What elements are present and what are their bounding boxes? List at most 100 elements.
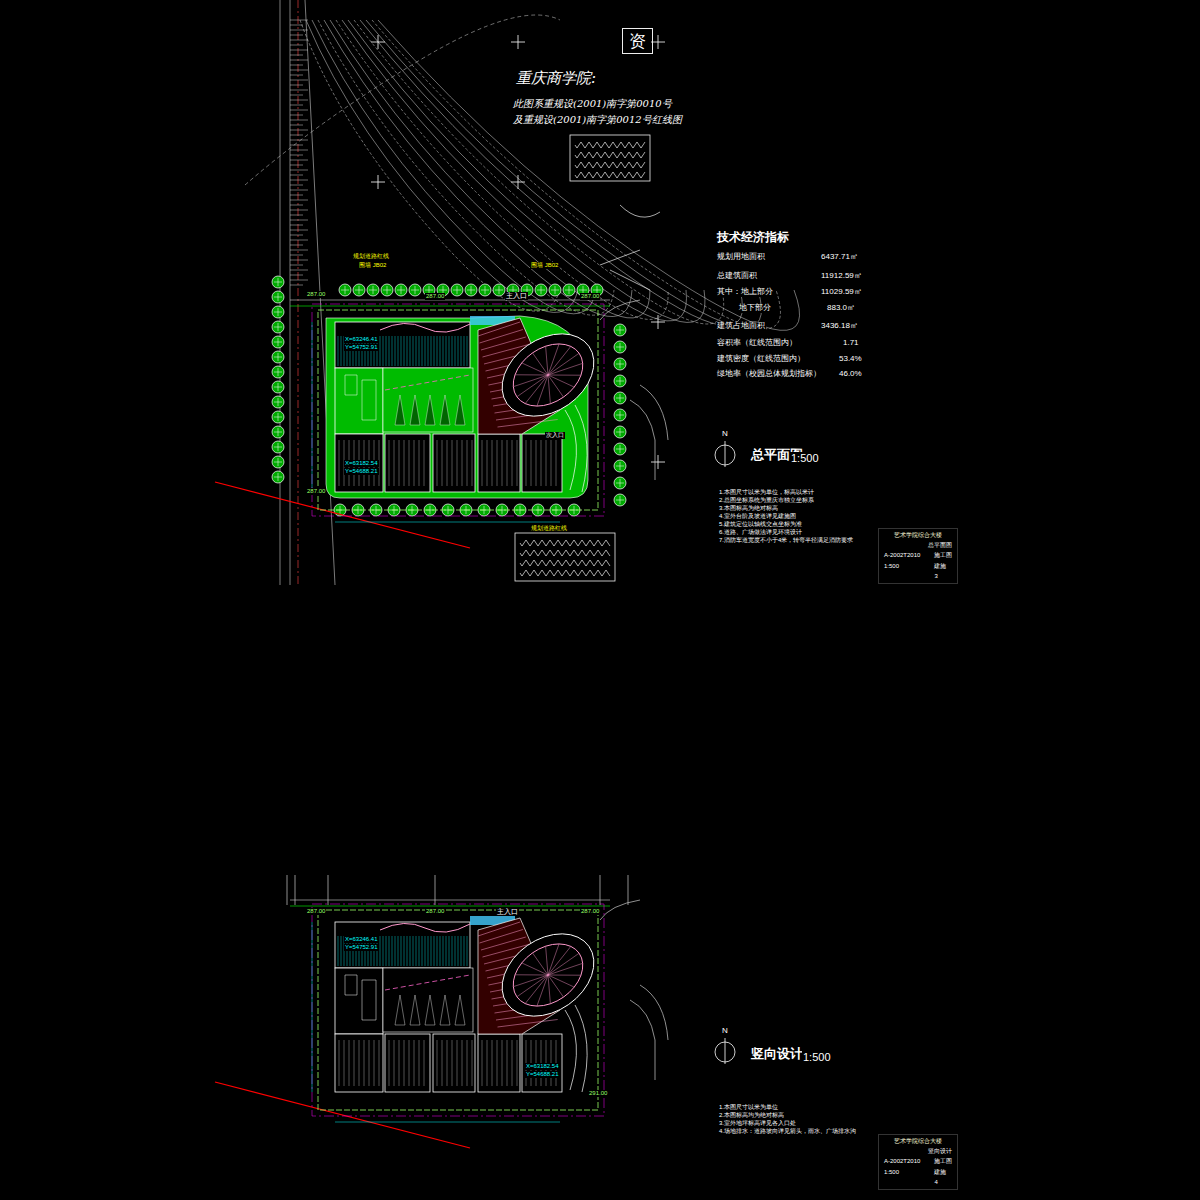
site-plan xyxy=(215,900,668,1148)
facade-line xyxy=(389,1040,390,1086)
tree-mark xyxy=(355,286,363,294)
roof-hatch xyxy=(425,336,426,366)
hall-radial xyxy=(522,955,548,984)
roof-hatch xyxy=(461,936,462,966)
hall-radial xyxy=(526,975,559,1006)
slope-hatch xyxy=(290,200,308,201)
hall-radial xyxy=(519,375,554,404)
hall-radial xyxy=(526,375,559,406)
slope-hatch xyxy=(290,95,303,96)
roof-curve xyxy=(380,923,470,932)
building-block xyxy=(522,1034,562,1092)
hall-radial xyxy=(517,375,548,397)
slope-hatch xyxy=(290,185,303,186)
pink-axis xyxy=(385,375,470,390)
slope-hatch xyxy=(290,75,303,76)
facade-line xyxy=(419,1040,420,1086)
drawing-label: X=63182.54 xyxy=(344,460,379,467)
facade-line xyxy=(556,440,557,486)
roof-hatch xyxy=(386,336,387,366)
facade-line xyxy=(447,1040,448,1086)
drawing-label: 287.00 xyxy=(306,291,326,298)
slope-hatch xyxy=(290,120,308,121)
facade-line xyxy=(482,1040,483,1086)
facade-line xyxy=(404,440,405,486)
grid-cross xyxy=(651,455,665,469)
handwriting-stroke xyxy=(575,142,645,148)
facade-line xyxy=(482,440,483,486)
roof-hatch xyxy=(404,336,405,366)
drawing-label: 11029.59㎡ xyxy=(820,288,863,297)
scribble xyxy=(600,205,660,290)
project-name: 艺术学院综合大楼 xyxy=(884,532,952,539)
drawing-label: 291.00 xyxy=(588,1090,608,1097)
facade-line xyxy=(344,1040,345,1086)
site-plan xyxy=(215,300,668,548)
tree-mark xyxy=(397,286,405,294)
tree-mark xyxy=(274,278,282,286)
handwriting-stroke xyxy=(520,560,610,566)
tree xyxy=(272,471,284,483)
drawing-label: 容积率（红线范围内） xyxy=(716,339,798,348)
drawing-label: 建筑占地面积 xyxy=(716,322,766,331)
hall-radial xyxy=(515,959,548,990)
roof-hatch xyxy=(419,936,420,966)
roof-hatch xyxy=(410,336,411,366)
drawing-label: Y=54688.21 xyxy=(344,468,379,475)
tree xyxy=(465,284,477,296)
slope-hatch xyxy=(290,40,308,41)
facade-line xyxy=(472,440,473,486)
roof-hatch xyxy=(407,336,408,366)
building-block xyxy=(385,434,430,492)
court-planting xyxy=(395,395,405,425)
drawing-title: 竖向设计 xyxy=(750,1047,804,1061)
building-block xyxy=(433,434,475,492)
facade-line xyxy=(487,1040,488,1086)
facade-line xyxy=(447,440,448,486)
title-block-text: 3 xyxy=(934,573,952,580)
plaza-step xyxy=(481,337,526,350)
title-block-text: 建施 xyxy=(934,563,952,570)
drawing-label: 建筑密度（红线范围内） xyxy=(716,355,806,364)
title-block: 艺术学院综合大楼竖向设计A-2002T2010施工图1:500建施4 xyxy=(878,1134,958,1190)
trees xyxy=(272,276,626,516)
contour-line xyxy=(366,20,761,327)
courtyard xyxy=(383,368,473,432)
slope-hatch xyxy=(290,60,308,61)
road-line xyxy=(298,0,299,585)
hall-radial xyxy=(548,375,563,397)
tree-mark xyxy=(616,394,624,402)
tree xyxy=(614,324,626,336)
slope-hatch xyxy=(290,190,308,191)
title-block-text: 1:500 xyxy=(884,563,920,570)
facade-line xyxy=(404,1040,405,1086)
contour-lines xyxy=(300,20,800,330)
drawing-label: 绿地率（校园总体规划指标） xyxy=(716,370,822,379)
contour-line xyxy=(360,20,743,326)
tree-mark xyxy=(341,286,349,294)
roof-hatch xyxy=(404,936,405,966)
plaza-step xyxy=(478,322,520,336)
tree xyxy=(272,396,284,408)
roof-hatch xyxy=(464,336,465,366)
tree xyxy=(614,341,626,353)
hall-radial xyxy=(548,967,574,996)
hall-radial xyxy=(548,975,563,997)
drawing-label: 11912.59㎡ xyxy=(820,272,863,281)
roof-hatch xyxy=(419,336,420,366)
tree xyxy=(614,477,626,489)
stamp-box: 资 xyxy=(622,28,653,54)
tree-mark xyxy=(274,473,282,481)
court-planting xyxy=(395,995,405,1025)
drawing-label: 6437.71㎡ xyxy=(820,253,859,262)
drawing-label: 规划道路红线 xyxy=(530,525,568,532)
grid-cross xyxy=(371,175,385,189)
handwritten-note: 此图系重规设(2001)南字第0010号 xyxy=(512,98,673,109)
hall-wing xyxy=(565,405,587,492)
slope-hatch xyxy=(290,225,303,226)
tree xyxy=(614,460,626,472)
drawing-label: 总建筑面积 xyxy=(716,272,758,281)
facade-line xyxy=(551,440,552,486)
hall-radial xyxy=(517,975,548,997)
title-block-text: 竖向设计 xyxy=(884,1148,952,1155)
